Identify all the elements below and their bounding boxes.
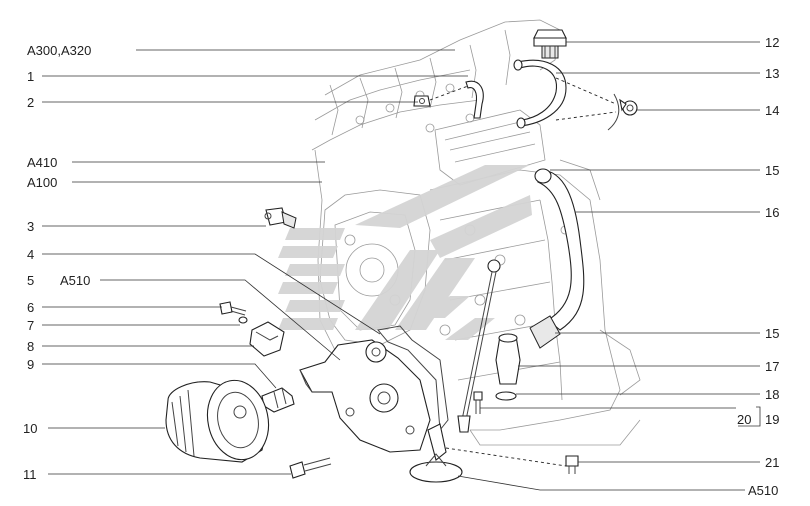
- hose-fitting: [413, 95, 431, 107]
- breather-hose: [513, 59, 567, 129]
- label-6: 6: [27, 300, 34, 315]
- bracket-bolt: [473, 391, 483, 414]
- label-12: 12: [765, 35, 779, 50]
- label-7: 7: [27, 318, 34, 333]
- label-4: 4: [27, 247, 34, 262]
- washer: [238, 316, 248, 324]
- label-18: 18: [765, 387, 779, 402]
- label-8: 8: [27, 339, 34, 354]
- label-a410: A410: [27, 155, 57, 170]
- oil-pickup: [409, 423, 463, 483]
- label-15-lower: 15: [765, 326, 779, 341]
- filter-fitting: [261, 387, 295, 413]
- drain-bolt: [565, 455, 579, 474]
- label-10: 10: [23, 421, 37, 436]
- vacuum-hose: [465, 80, 484, 119]
- label-14: 14: [765, 103, 779, 118]
- hose-clamp: [619, 98, 638, 116]
- o-ring: [495, 391, 517, 401]
- crankshaft-sensor: [249, 321, 285, 357]
- label-2: 2: [27, 95, 34, 110]
- label-1: 1: [27, 69, 34, 84]
- dipstick: [457, 259, 501, 433]
- leader-lines: [42, 41, 761, 491]
- bolt-small: [219, 301, 247, 316]
- oil-pump: [299, 339, 431, 453]
- label-a510-bottom: A510: [748, 483, 778, 498]
- label-3: 3: [27, 219, 34, 234]
- assembly-arrows: [429, 77, 620, 467]
- label-19: 19: [765, 412, 779, 427]
- long-bolt: [289, 457, 332, 479]
- label-a100: A100: [27, 175, 57, 190]
- label-a300-a320: A300,A320: [27, 43, 91, 58]
- coolant-hose: [529, 168, 585, 349]
- outlet-pipe: [495, 333, 521, 385]
- oil-pressure-sensor: [264, 207, 297, 229]
- label-17: 17: [765, 359, 779, 374]
- oil-filter: [165, 379, 270, 463]
- label-20: 20: [737, 412, 751, 427]
- label-15-upper: 15: [765, 163, 779, 178]
- label-21: 21: [765, 455, 779, 470]
- callout-labels-right: 12 13 14 15 16 15 17 18 20 19 21 A510: [737, 35, 779, 498]
- watermark-logo: [278, 165, 532, 340]
- label-5: 5: [27, 273, 34, 288]
- label-13: 13: [765, 66, 779, 81]
- label-16: 16: [765, 205, 779, 220]
- callout-labels-left: A300,A320 1 2 A410 A100 3 4 5 A510 6 7 8…: [23, 43, 91, 482]
- oil-filler-cap: [533, 29, 567, 59]
- label-11: 11: [23, 467, 37, 482]
- pump-gasket: [377, 325, 449, 432]
- label-a510: A510: [60, 273, 90, 288]
- label-9: 9: [27, 357, 34, 372]
